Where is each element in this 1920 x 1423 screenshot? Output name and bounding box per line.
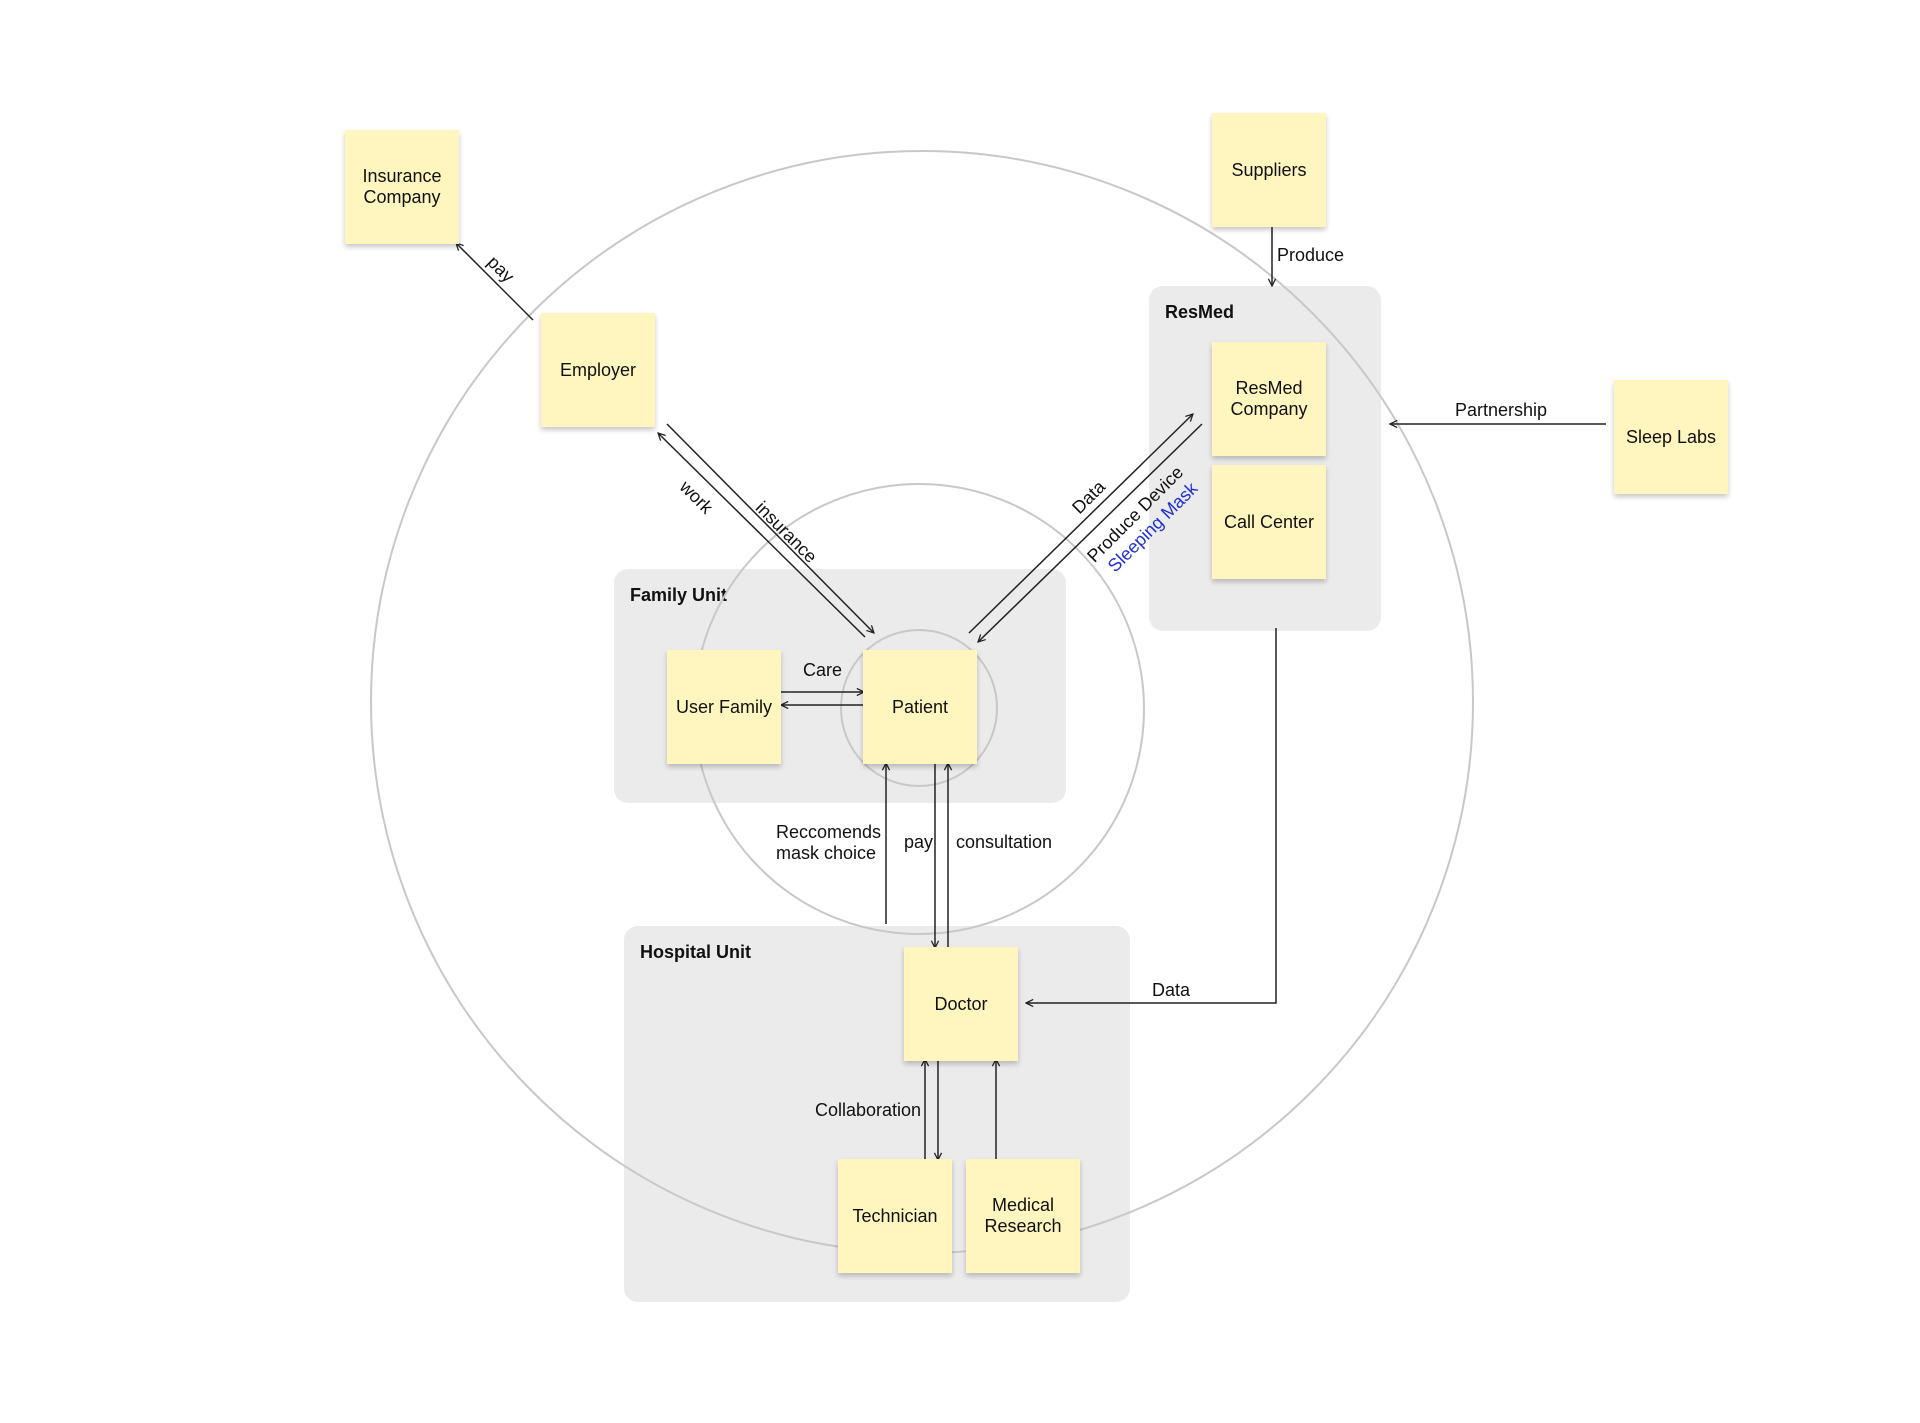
label-recommends: Reccomends mask choice [776, 822, 882, 863]
employer-note[interactable]: Employer [541, 313, 655, 427]
inner-ring [840, 629, 998, 787]
label-produce: Produce [1277, 245, 1345, 265]
sleep-labs-note[interactable]: Sleep Labs [1614, 380, 1728, 494]
user-family-note[interactable]: User Family [667, 650, 781, 764]
family-unit-title: Family Unit [630, 585, 728, 605]
medical-research-note[interactable]: Medical Research [966, 1159, 1080, 1273]
resmed-company-note[interactable]: ResMed Company [1212, 342, 1326, 456]
patient-note[interactable]: Patient [863, 650, 977, 764]
hospital-unit-title: Hospital Unit [640, 942, 751, 962]
arrow-employer-patient-insurance [666, 423, 874, 633]
label-data-doctor: Data [1152, 980, 1191, 1000]
label-pay-doctor: pay [904, 832, 934, 852]
arrow-patient-resmed-data [968, 414, 1193, 634]
arrow-resmed-patient-device [978, 423, 1203, 642]
suppliers-note[interactable]: Suppliers [1212, 113, 1326, 227]
insurance-company-note[interactable]: Insurance Company [345, 130, 459, 244]
call-center-note[interactable]: Call Center [1212, 465, 1326, 579]
label-collaboration: Collaboration [815, 1100, 922, 1120]
arrow-resmed-doctor-data [1026, 628, 1277, 1003]
label-care: Care [803, 660, 843, 680]
technician-note[interactable]: Technician [838, 1159, 952, 1273]
label-partnership: Partnership [1455, 400, 1548, 420]
doctor-note[interactable]: Doctor [904, 947, 1018, 1061]
label-consultation: consultation [956, 832, 1053, 852]
arrow-employer-insurance [456, 243, 534, 321]
arrow-patient-employer-work [658, 433, 866, 638]
resmed-title: ResMed [1165, 302, 1235, 322]
